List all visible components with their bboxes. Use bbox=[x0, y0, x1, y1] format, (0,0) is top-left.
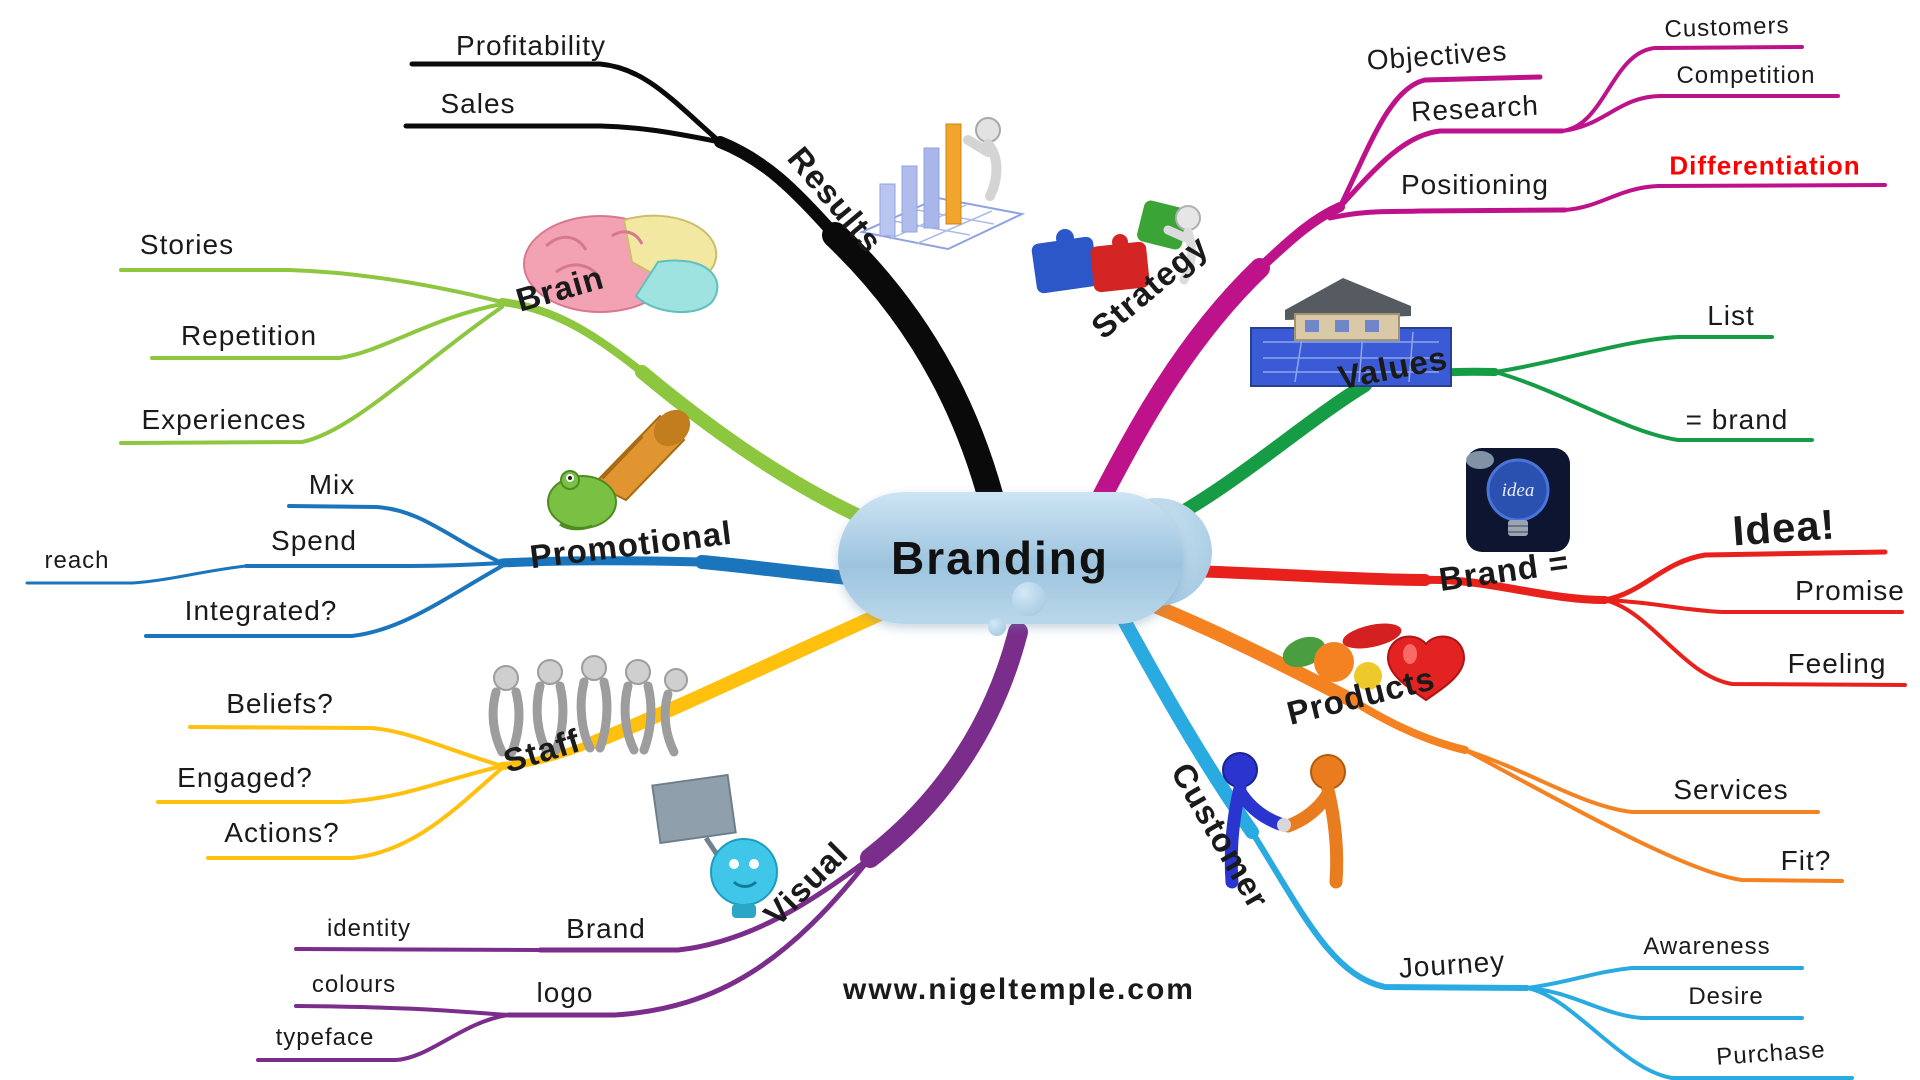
stories-line bbox=[119, 268, 504, 304]
node-profitability: Profitability bbox=[456, 30, 606, 61]
brain-trunk bbox=[635, 365, 879, 529]
node-mix: Mix bbox=[308, 469, 356, 500]
products-trunk bbox=[1133, 593, 1362, 709]
node-integrated: Integrated? bbox=[184, 595, 338, 626]
differentiation-line bbox=[1563, 183, 1887, 212]
thought-bubble-large bbox=[1012, 582, 1046, 616]
idea-lightbulb-icon: idea bbox=[1466, 448, 1570, 552]
staff-figures-icon bbox=[488, 655, 688, 757]
reach-line bbox=[25, 564, 248, 585]
visual-trunk bbox=[860, 622, 1028, 868]
node-eq-brand: = brand bbox=[1685, 404, 1789, 435]
node-reach: reach bbox=[44, 547, 110, 574]
node-awareness: Awareness bbox=[1643, 933, 1771, 960]
node-idea: Idea! bbox=[1730, 500, 1837, 555]
node-identity: identity bbox=[326, 915, 412, 942]
frog-megaphone-icon bbox=[547, 409, 691, 531]
colours-line bbox=[294, 1004, 510, 1017]
node-engaged: Engaged? bbox=[177, 762, 313, 793]
promotional-trunk bbox=[695, 555, 855, 585]
strategy-trunk-ext bbox=[1255, 202, 1345, 273]
strategy-trunk bbox=[1075, 258, 1270, 540]
brand-eq-trunk-ext bbox=[1421, 575, 1609, 604]
services-line bbox=[1463, 748, 1820, 814]
puzzle-icon bbox=[1031, 200, 1201, 294]
research-line bbox=[1337, 128, 1565, 210]
journey-line bbox=[1249, 829, 1530, 991]
awareness-line bbox=[1525, 966, 1804, 990]
node-typeface: typeface bbox=[275, 1024, 375, 1051]
logo-line bbox=[505, 855, 873, 1018]
objectives-line bbox=[1337, 74, 1543, 210]
identity-line bbox=[294, 947, 542, 952]
node-spend: Spend bbox=[271, 525, 357, 556]
center-topic bbox=[838, 492, 1183, 624]
engaged-line bbox=[156, 764, 504, 804]
positioning-line bbox=[1327, 207, 1568, 221]
brand-sub-line bbox=[537, 855, 873, 953]
node-desire: Desire bbox=[1688, 983, 1764, 1010]
node-stories: Stories bbox=[139, 229, 235, 260]
node-services: Services bbox=[1673, 774, 1789, 805]
products-trunk-ext bbox=[1351, 698, 1469, 754]
experiences-line bbox=[119, 305, 504, 445]
node-sales: Sales bbox=[440, 88, 516, 119]
profitability-line bbox=[409, 61, 723, 145]
fit-line bbox=[1463, 748, 1844, 883]
brain-trunk-ext bbox=[498, 298, 646, 376]
promise-line bbox=[1603, 598, 1904, 614]
feeling-line bbox=[1603, 598, 1907, 687]
customers-line bbox=[1560, 45, 1804, 133]
promotional-trunk-ext bbox=[497, 556, 707, 568]
website-text: www.nigeltemple.com bbox=[843, 973, 1195, 1006]
brain-icon bbox=[523, 214, 719, 313]
idea-script-text: idea bbox=[1502, 480, 1535, 501]
center-topic-title: Branding bbox=[891, 532, 1109, 584]
node-actions: Actions? bbox=[224, 817, 340, 848]
visual-bulb-sign-icon bbox=[651, 773, 778, 918]
integrated-line bbox=[144, 564, 504, 638]
competition-line bbox=[1560, 94, 1840, 133]
purchase-line bbox=[1525, 986, 1854, 1080]
node-promise: Promise bbox=[1795, 575, 1905, 606]
staff-trunk-ext bbox=[498, 738, 599, 770]
node-competition: Competition bbox=[1676, 62, 1816, 89]
eq-brand-line bbox=[1493, 370, 1814, 442]
mix-line bbox=[287, 504, 504, 565]
node-list: List bbox=[1707, 300, 1755, 331]
beliefs-line bbox=[188, 725, 504, 768]
products-fruit-heart-icon bbox=[1282, 623, 1466, 702]
idea-line bbox=[1602, 549, 1888, 603]
thought-bubble-small bbox=[988, 618, 1006, 636]
results-trunk-ext bbox=[714, 136, 841, 241]
node-feeling: Feeling bbox=[1787, 648, 1887, 679]
house-blueprint-icon bbox=[1250, 278, 1452, 387]
repetition-line bbox=[150, 302, 504, 360]
node-customers: Customers bbox=[1664, 11, 1790, 44]
list-line bbox=[1493, 335, 1774, 374]
node-positioning: Positioning bbox=[1401, 169, 1549, 200]
sales-line bbox=[403, 123, 723, 145]
node-colours: colours bbox=[311, 971, 397, 998]
actions-line bbox=[206, 766, 504, 860]
spend-line bbox=[244, 561, 504, 568]
node-brand: Brand bbox=[566, 913, 646, 944]
node-fit: Fit? bbox=[1780, 845, 1832, 876]
node-research: Research bbox=[1410, 89, 1540, 128]
typeface-line bbox=[256, 1013, 510, 1062]
handshake-figures-icon bbox=[1222, 752, 1346, 889]
bar-chart-icon bbox=[858, 117, 1026, 250]
node-differentiation: Differentiation bbox=[1669, 150, 1861, 181]
node-beliefs: Beliefs? bbox=[226, 688, 334, 719]
node-repetition: Repetition bbox=[180, 320, 318, 351]
desire-line bbox=[1525, 986, 1804, 1020]
node-logo: logo bbox=[536, 977, 594, 1008]
node-experiences: Experiences bbox=[141, 404, 307, 435]
